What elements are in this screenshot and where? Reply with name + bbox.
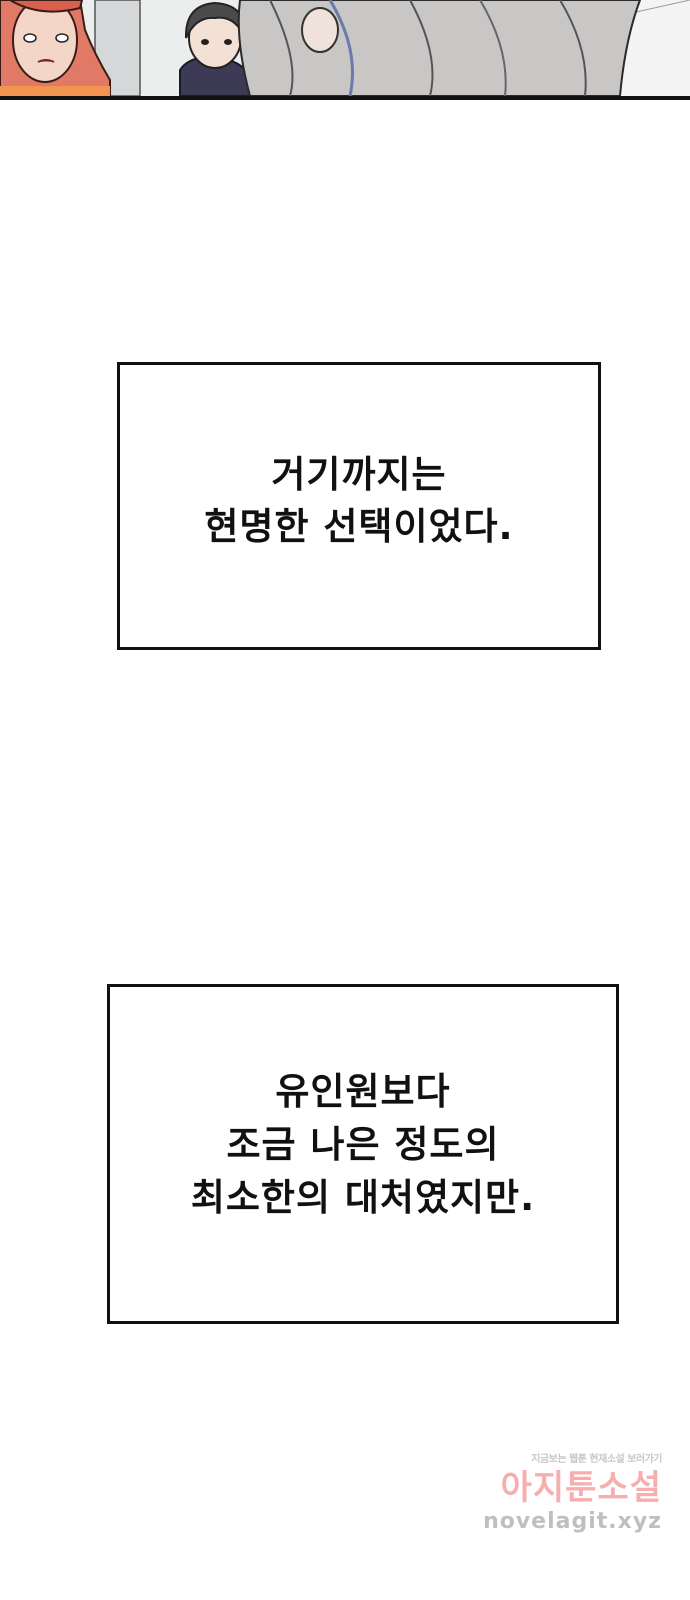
watermark-url: novelagit.xyz bbox=[483, 1509, 662, 1534]
narration-box-1: 거기까지는 현명한 선택이었다. bbox=[117, 362, 601, 650]
panel-border bbox=[0, 96, 690, 100]
narration-line: 최소한의 대처였지만. bbox=[190, 1175, 536, 1219]
narration-line: 현명한 선택이었다. bbox=[204, 505, 514, 548]
narration-line: 조금 나은 정도의 bbox=[226, 1122, 500, 1166]
narration-text-2: 유인원보다 조금 나은 정도의 최소한의 대처였지만. bbox=[191, 1065, 535, 1224]
narration-text-1: 거기까지는 현명한 선택이었다. bbox=[204, 449, 513, 553]
narration-box-2: 유인원보다 조금 나은 정도의 최소한의 대처였지만. bbox=[107, 984, 619, 1324]
comic-panel-artwork bbox=[0, 0, 690, 100]
watermark-brand: 아지툰소설 bbox=[500, 1468, 662, 1508]
watermark-tagline: 지금보는 웹툰 현재소설 보러가기 bbox=[531, 1454, 662, 1465]
site-watermark: 지금보는 웹툰 현재소설 보러가기 아지툰소설 novelagit.xyz bbox=[452, 1452, 662, 1536]
narration-line: 거기까지는 bbox=[271, 453, 447, 496]
narration-line: 유인원보다 bbox=[275, 1069, 451, 1113]
characters-illustration bbox=[0, 0, 690, 97]
